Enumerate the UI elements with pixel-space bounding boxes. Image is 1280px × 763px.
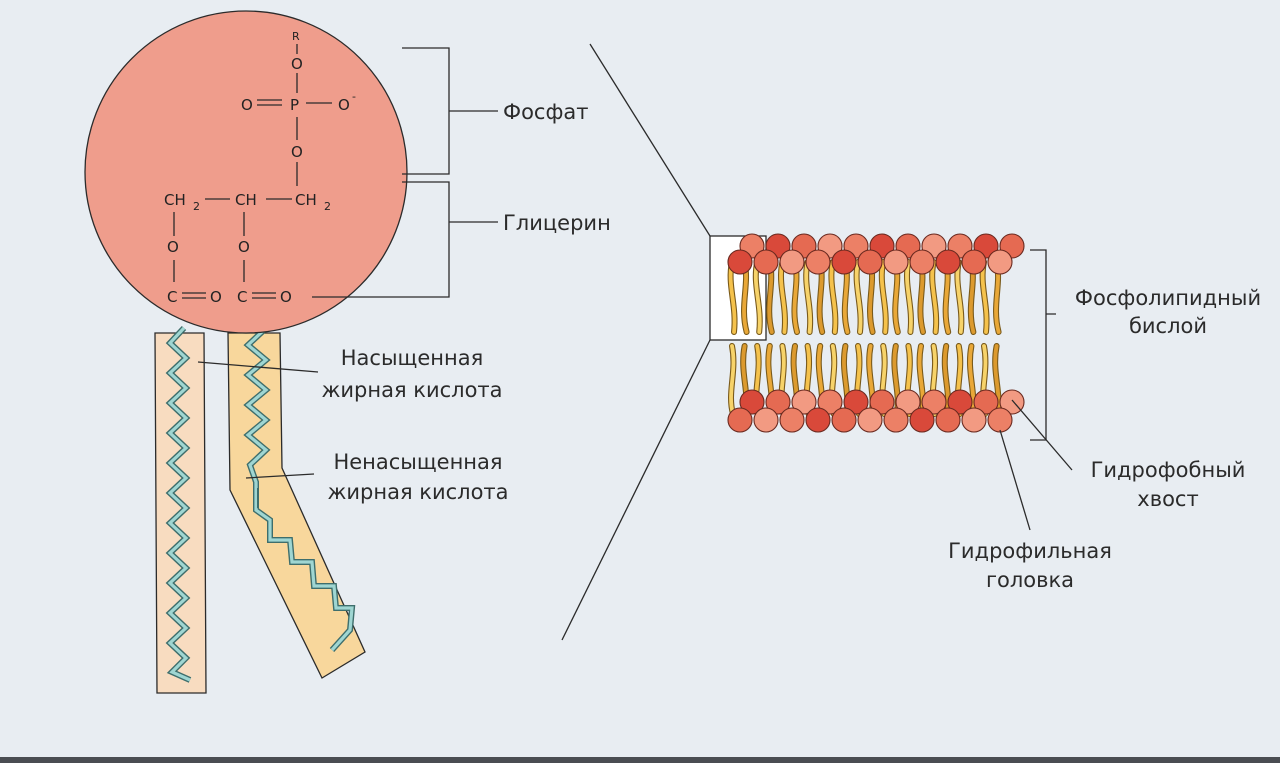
bilayer-head (935, 407, 961, 433)
bilayer-head (883, 249, 909, 275)
top-leaflet-heads (727, 233, 1025, 275)
bilayer-head (987, 407, 1013, 433)
tail-label-2: хвост (1137, 487, 1198, 511)
bilayer-head (947, 389, 973, 415)
glycerophosphate-formula: R O O P O - O CH 2 CH CH 2 O O (164, 30, 356, 306)
unsaturated-label-2: жирная кислота (327, 480, 508, 504)
phospholipid-molecule: R O O P O - O CH 2 CH CH 2 O O (84, 10, 611, 694)
bilayer-label-1: Фосфолипидный (1075, 286, 1261, 310)
svg-text:O: O (241, 96, 253, 114)
bilayer-head (805, 249, 831, 275)
bilayer-head (779, 249, 805, 275)
phospholipid-head (84, 10, 408, 334)
zoom-line-bottom (561, 339, 711, 641)
bilayer-head (973, 389, 999, 415)
svg-text:O: O (167, 238, 179, 256)
bilayer-head (831, 407, 857, 433)
bilayer-head (935, 249, 961, 275)
bilayer-head (961, 249, 987, 275)
bilayer-head (921, 389, 947, 415)
svg-text:CH: CH (235, 191, 257, 209)
tail-leader (1011, 399, 1073, 471)
bilayer-head (895, 389, 921, 415)
bilayer-head (753, 407, 779, 433)
svg-text:C: C (237, 288, 247, 306)
bilayer-head (765, 389, 791, 415)
unsaturated-leader (245, 473, 315, 479)
svg-text:P: P (290, 96, 299, 114)
bilayer-head (831, 249, 857, 275)
bilayer-head (857, 407, 883, 433)
head-label-2: головка (986, 568, 1074, 592)
bilayer-tail (879, 260, 888, 334)
bilayer-head (753, 249, 779, 275)
zoom-line-top (589, 43, 711, 237)
head-label-1: Гидрофильная (948, 539, 1112, 563)
saturated-label-2: жирная кислота (321, 378, 502, 402)
svg-text:2: 2 (193, 200, 200, 213)
saturated-label-1: Насыщенная (341, 346, 483, 370)
saturated-leader (197, 361, 319, 373)
bilayer-head (843, 389, 869, 415)
bilayer-tail (829, 260, 838, 334)
bilayer-head (961, 407, 987, 433)
tail-label-1: Гидрофобный (1091, 458, 1246, 482)
svg-text:CH: CH (164, 191, 186, 209)
phosphate-bracket (402, 47, 498, 175)
bilayer-head (999, 389, 1025, 415)
svg-text:O: O (280, 288, 292, 306)
bilayer-head (727, 249, 753, 275)
bilayer-head (869, 389, 895, 415)
bilayer-head (727, 407, 753, 433)
svg-text:2: 2 (324, 200, 331, 213)
svg-text:C: C (167, 288, 177, 306)
bilayer-head (883, 407, 909, 433)
bilayer-tail (854, 260, 863, 334)
glycerol-bracket (312, 181, 498, 298)
bilayer-label-2: бислой (1129, 314, 1207, 338)
bilayer-head (857, 249, 883, 275)
bilayer-tail (804, 260, 813, 334)
phospholipid-bilayer (727, 233, 1025, 433)
bottom-leaflet-heads (727, 389, 1025, 433)
svg-text:O: O (291, 55, 303, 73)
bilayer-tail (729, 344, 736, 416)
bilayer-head (817, 389, 843, 415)
phosphate-label: Фосфат (503, 100, 589, 124)
glycerol-label: Глицерин (503, 211, 611, 235)
bilayer-head (987, 249, 1013, 275)
bilayer-head (909, 249, 935, 275)
bilayer-head (909, 407, 935, 433)
svg-text:-: - (352, 90, 356, 103)
bilayer-head (805, 407, 831, 433)
svg-text:O: O (210, 288, 222, 306)
bilayer-tail (905, 260, 913, 334)
bilayer-bracket (1030, 249, 1056, 441)
bilayer-head (739, 389, 765, 415)
svg-text:O: O (238, 238, 250, 256)
bilayer-head (779, 407, 805, 433)
head-leader (999, 429, 1031, 531)
bilayer-head (791, 389, 817, 415)
svg-text:R: R (292, 30, 300, 43)
svg-text:CH: CH (295, 191, 317, 209)
svg-text:O: O (338, 96, 350, 114)
unsaturated-label-1: Ненасыщенная (333, 450, 502, 474)
bottom-strip (0, 757, 1280, 763)
svg-text:O: O (291, 143, 303, 161)
